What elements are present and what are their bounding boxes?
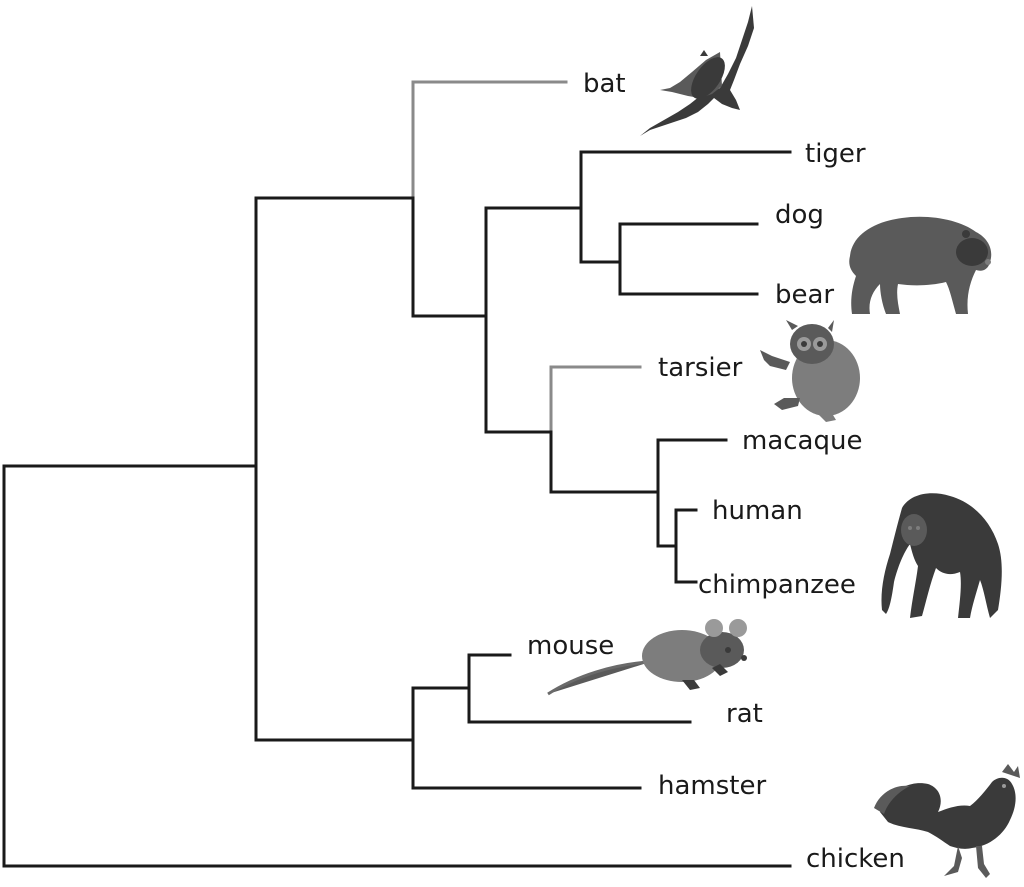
bat-icon bbox=[640, 6, 754, 136]
branch-anthropoids bbox=[549, 430, 660, 494]
leaf-label-tiger: tiger bbox=[805, 139, 866, 169]
leaf-label-chicken: chicken bbox=[806, 844, 905, 874]
leaf-label-tarsier: tarsier bbox=[658, 353, 743, 383]
branch-root bbox=[2, 464, 258, 868]
leaf-label-dog: dog bbox=[775, 200, 824, 230]
leaf-label-bat: bat bbox=[583, 69, 626, 99]
branch-bat-sister-stem bbox=[411, 196, 488, 318]
leaf-label-mouse: mouse bbox=[527, 631, 614, 661]
bear-icon bbox=[849, 216, 992, 314]
leaf-label-macaque: macaque bbox=[742, 426, 862, 456]
chimpanzee-icon bbox=[881, 493, 1002, 618]
leaf-label-human: human bbox=[712, 496, 803, 526]
leaf-label-chimpanzee: chimpanzee bbox=[698, 570, 856, 600]
leaf-labels: bat tiger dog bear tarsier macaque human… bbox=[527, 69, 905, 874]
chicken-icon bbox=[874, 764, 1020, 878]
leaf-label-bear: bear bbox=[775, 280, 834, 310]
tree-branches bbox=[2, 80, 792, 868]
mouse-icon bbox=[547, 619, 747, 696]
leaf-label-rat: rat bbox=[726, 699, 763, 729]
leaf-label-hamster: hamster bbox=[658, 771, 766, 801]
branch-tarsier bbox=[549, 365, 642, 434]
tarsier-icon bbox=[760, 320, 860, 422]
branch-bat bbox=[411, 80, 568, 200]
